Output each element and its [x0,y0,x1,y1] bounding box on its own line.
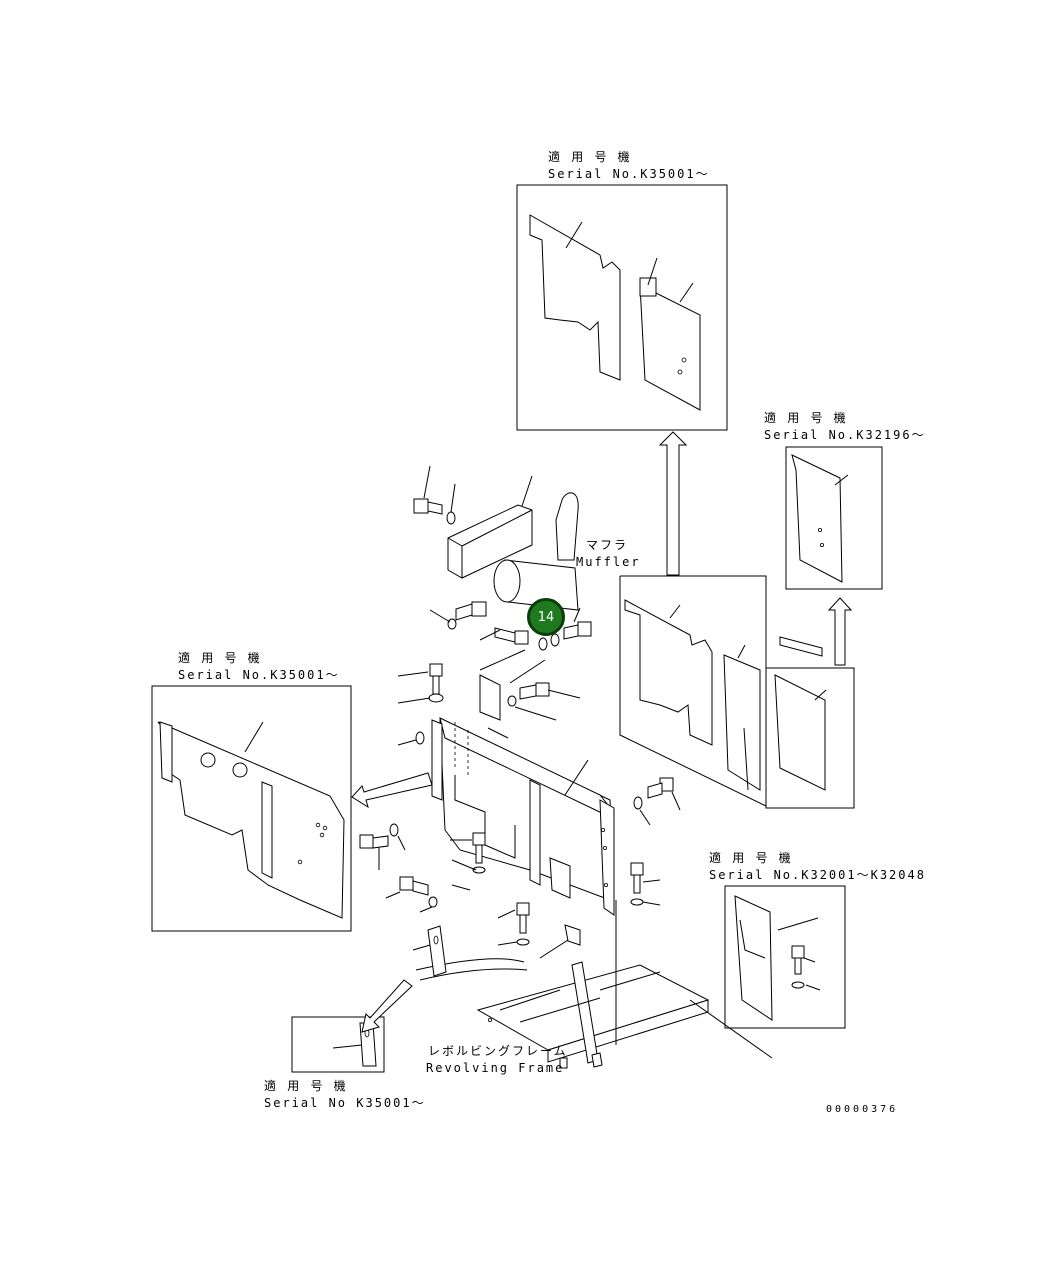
cover-plate-middle-right [723,654,761,791]
inset-middle [619,575,855,809]
drawing-number: 00000376 [826,1104,899,1115]
slot-bracket [427,925,447,977]
callout-bottom-line2: Serial No K35001～ [264,1096,426,1110]
frame-label-en: Revolving Frame [426,1061,565,1075]
cover-plate-right [791,454,843,583]
frame-bolts [359,663,681,959]
inset-right [785,446,883,590]
callout-bottom-line1: 適 用 号 機 [264,1079,348,1093]
muffler-bolts [413,465,592,684]
arrow-to-bottom [361,979,413,1033]
part-number-badge[interactable]: 14 [527,598,565,636]
callout-top-line2: Serial No.K35001～ [548,167,710,181]
inset-bottom [291,1016,385,1073]
bracket-top [639,277,657,297]
strip-part [779,636,823,657]
inset-lower-right [724,885,846,1029]
inner-bracket [479,674,501,721]
muffler-label-en: Muffler [576,555,641,569]
lower-right-panel [734,895,773,1021]
cover-plate-top-right [639,284,701,411]
callout-lower-right-line2: Serial No.K32001～K32048 [709,868,926,882]
callout-right-line1: 適 用 号 機 [764,411,848,425]
inset-left [151,685,352,932]
arrow-to-left [351,772,433,809]
revolving-frame-base [415,900,773,1069]
muffler [447,492,579,611]
callout-right-line2: Serial No.K32196～ [764,428,926,442]
frame-label-jp: レボルビングフレーム [428,1044,568,1058]
muffler-bracket [447,504,533,579]
cover-plate-middle [624,599,713,746]
left-post [431,719,443,801]
center-bracket [549,857,571,899]
frame-mid-post [529,779,541,886]
muffler-label-jp: マフラ [586,538,629,552]
cover-plate-top-left [529,214,621,381]
arrow-up-to-right [827,597,853,666]
frame-right-post [599,799,615,916]
side-panel-left [157,721,345,919]
callout-lower-right-line1: 適 用 号 機 [709,851,793,865]
callout-left-line1: 適 用 号 機 [178,651,262,665]
inset-top [516,184,728,431]
callout-top-line1: 適 用 号 機 [548,150,632,164]
callout-left-line2: Serial No.K35001～ [178,668,340,682]
main-frame [431,674,615,916]
cover-plate-small [774,674,826,791]
arrow-up-to-top [658,431,688,576]
